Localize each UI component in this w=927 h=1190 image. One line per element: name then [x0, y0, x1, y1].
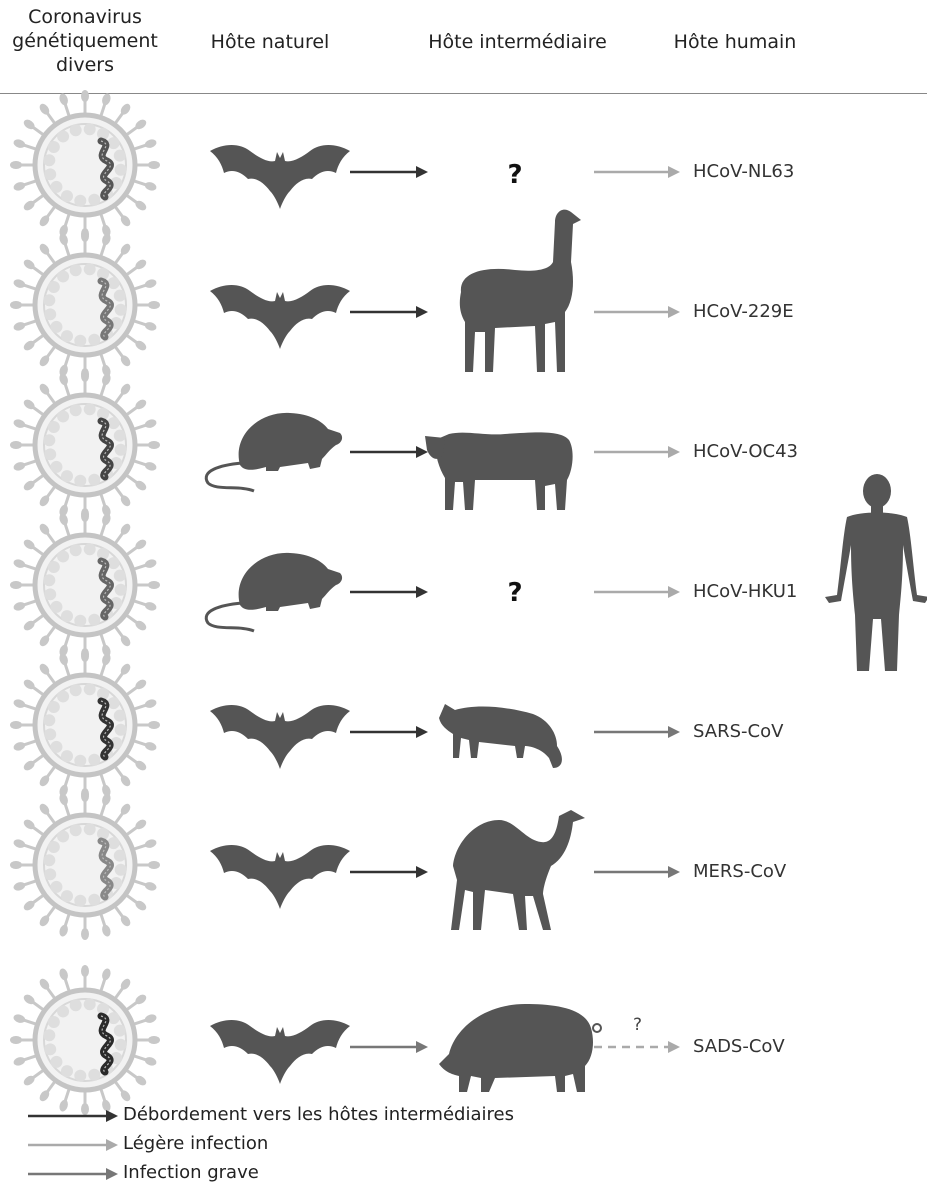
human-arrow [594, 306, 680, 318]
virus-icon [10, 650, 160, 800]
virus-icon [10, 965, 160, 1115]
virus-label-sars-cov: SARS-CoV [693, 721, 783, 742]
legend-arrow [28, 1110, 118, 1122]
spillover-arrow [350, 446, 428, 458]
legend-mild-label: Légère infection [123, 1133, 268, 1154]
human-arrow [594, 1041, 680, 1053]
human-arrow [594, 166, 680, 178]
virus-icon [10, 790, 160, 940]
bat-icon [210, 845, 350, 909]
human-arrow [594, 446, 680, 458]
virus-icon [10, 230, 160, 380]
legend-arrow [28, 1168, 118, 1180]
unknown-host-1: ? [495, 160, 535, 190]
bat-icon [210, 145, 350, 209]
human-arrow [594, 866, 680, 878]
bat-icon [210, 705, 350, 769]
virus-icon [10, 510, 160, 660]
human-icon [825, 474, 927, 671]
virus-label-hcov-hku1: HCoV-HKU1 [693, 581, 797, 602]
virus-label-sads-cov: SADS-CoV [693, 1036, 785, 1057]
pig-icon [439, 1004, 601, 1092]
virus-column [10, 90, 160, 1115]
spillover-arrow [350, 306, 428, 318]
virus-icon [10, 90, 160, 240]
legend-arrow [28, 1139, 118, 1151]
spillover-arrow [350, 726, 428, 738]
virus-label-hcov-229e: HCoV-229E [693, 301, 794, 322]
bat-icon [210, 1020, 350, 1084]
unknown-host-4: ? [495, 578, 535, 608]
virus-label-hcov-oc43: HCoV-OC43 [693, 441, 798, 462]
virus-label-hcov-nl63: HCoV-NL63 [693, 161, 794, 182]
bat-icon [210, 285, 350, 349]
legend-severe-label: Infection grave [123, 1162, 259, 1183]
civet-icon [439, 704, 562, 768]
legend-spillover-label: Débordement vers les hôtes intermédiaire… [123, 1104, 514, 1125]
human-arrow [594, 726, 680, 738]
rodent-icon [206, 553, 342, 631]
spillover-arrow [350, 866, 428, 878]
virus-label-mers-cov: MERS-CoV [693, 861, 786, 882]
human-arrow [594, 586, 680, 598]
virus-icon [10, 370, 160, 520]
spillover-arrow [350, 1041, 428, 1053]
spillover-arrow [350, 586, 428, 598]
uncertain-transmission-mark: ? [633, 1015, 642, 1035]
alpaca-icon [460, 210, 581, 372]
spillover-arrow [350, 166, 428, 178]
camel-icon [451, 810, 585, 930]
rodent-icon [206, 413, 342, 491]
cow-icon [425, 432, 573, 510]
